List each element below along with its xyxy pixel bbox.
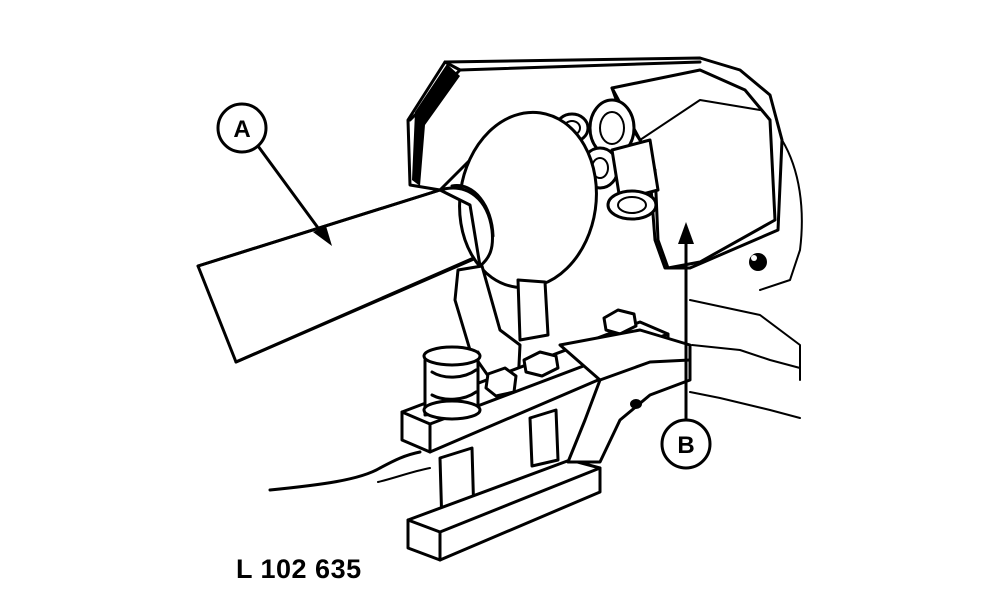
callout-b: B [660, 222, 712, 470]
fixture-nuts [484, 308, 638, 398]
callout-circle-a [216, 102, 268, 154]
callout-a: A [216, 102, 332, 246]
callout-label-b: B [677, 432, 694, 459]
callout-label-a: A [233, 116, 250, 143]
figure-reference-number: L 102 635 [236, 554, 362, 584]
gearbox-housing [406, 56, 784, 270]
propeller-shaft [196, 110, 598, 364]
housing-bolt-head [749, 253, 767, 271]
transmission-body-outline [689, 139, 803, 419]
callout-circle-b [660, 418, 712, 470]
adjuster-knob [422, 345, 482, 421]
support-fixture [268, 264, 692, 562]
